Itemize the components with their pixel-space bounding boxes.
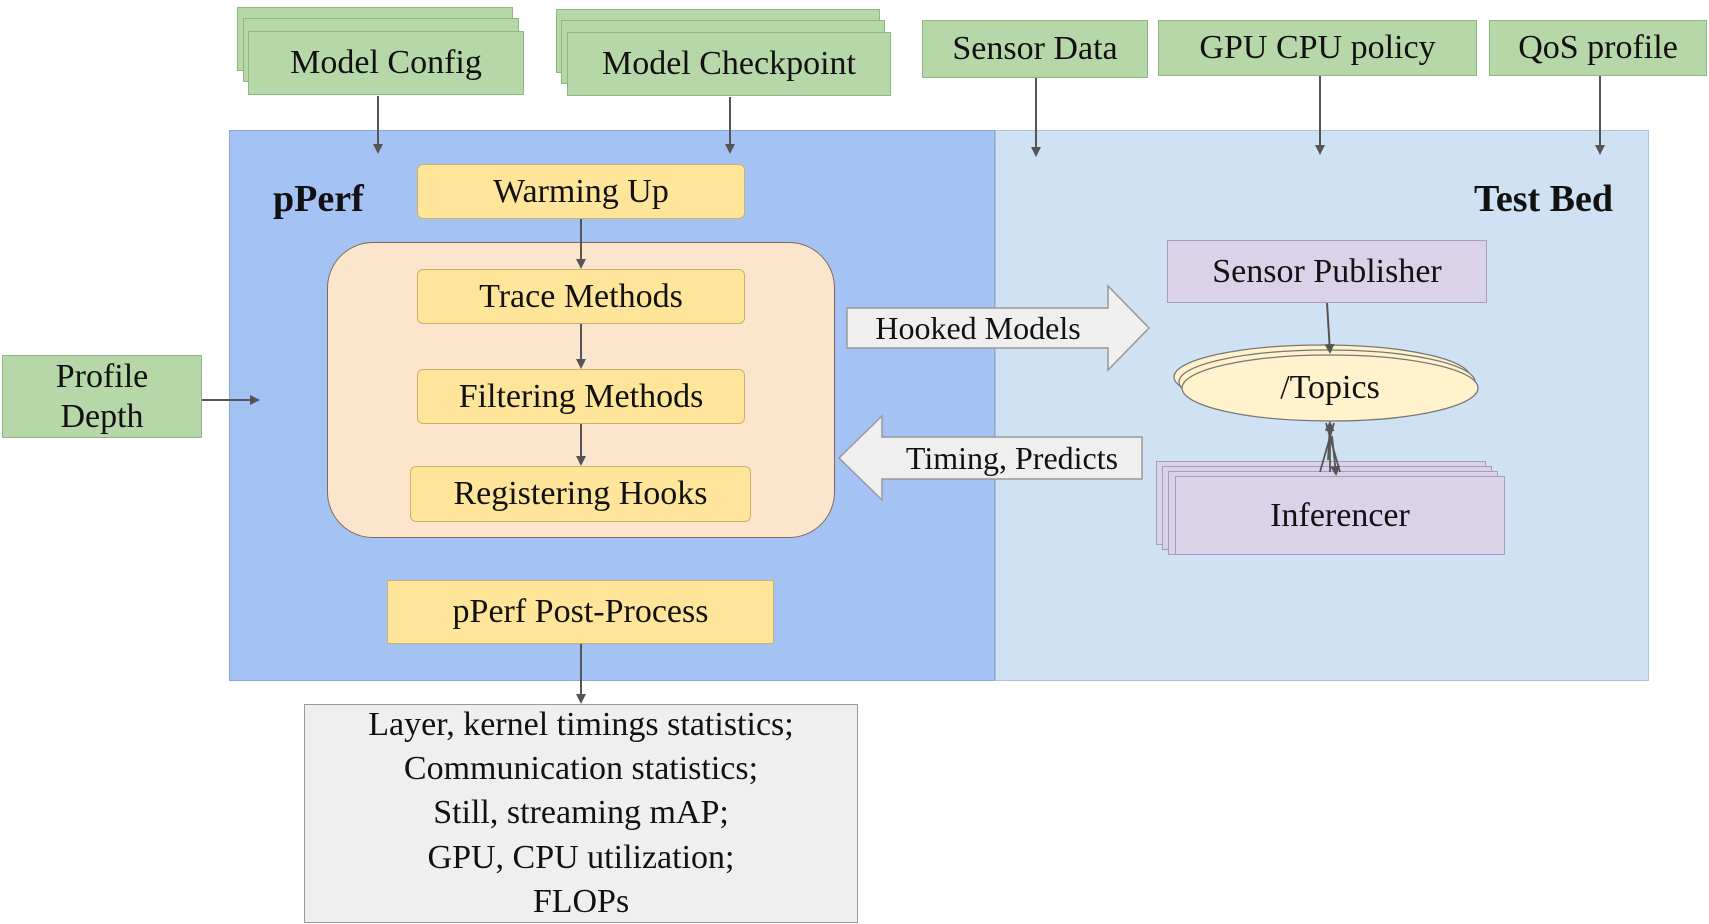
model-checkpoint-doc: Model Checkpoint [567,32,891,96]
output-line: GPU, CPU utilization; [427,838,735,876]
sensor-publisher-box: Sensor Publisher [1167,240,1487,303]
model-config-doc: Model Config [248,31,524,95]
warming-up-step: Warming Up [417,164,745,219]
output-line: Layer, kernel timings statistics; [368,706,794,744]
profile-depth-line1: Profile [55,358,149,396]
hooked-models-label: Hooked Models [875,309,1081,346]
profile-depth-box: Profile Depth [2,355,202,438]
testbed-title: Test Bed [1474,178,1614,220]
trace-methods-step: Trace Methods [417,269,745,324]
output-line: Communication statistics; [403,750,759,788]
inferencer-box: Inferencer [1175,476,1505,555]
registering-hooks-step: Registering Hooks [410,466,751,522]
output-line: FLOPs [532,882,630,920]
output-line: Still, streaming mAP; [433,794,729,832]
filtering-methods-step: Filtering Methods [417,369,745,424]
pperf-title: pPerf [273,178,364,220]
output-statistics-box: Layer, kernel timings statistics; Commun… [304,704,858,923]
post-process-step: pPerf Post-Process [387,580,774,644]
qos-profile-box: QoS profile [1489,20,1707,76]
profile-depth-line2: Depth [60,397,144,435]
timing-predicts-label: Timing, Predicts [905,439,1119,476]
topics-label: /Topics [1280,369,1380,407]
sensor-data-box: Sensor Data [922,20,1148,78]
gpu-cpu-policy-box: GPU CPU policy [1158,20,1477,76]
